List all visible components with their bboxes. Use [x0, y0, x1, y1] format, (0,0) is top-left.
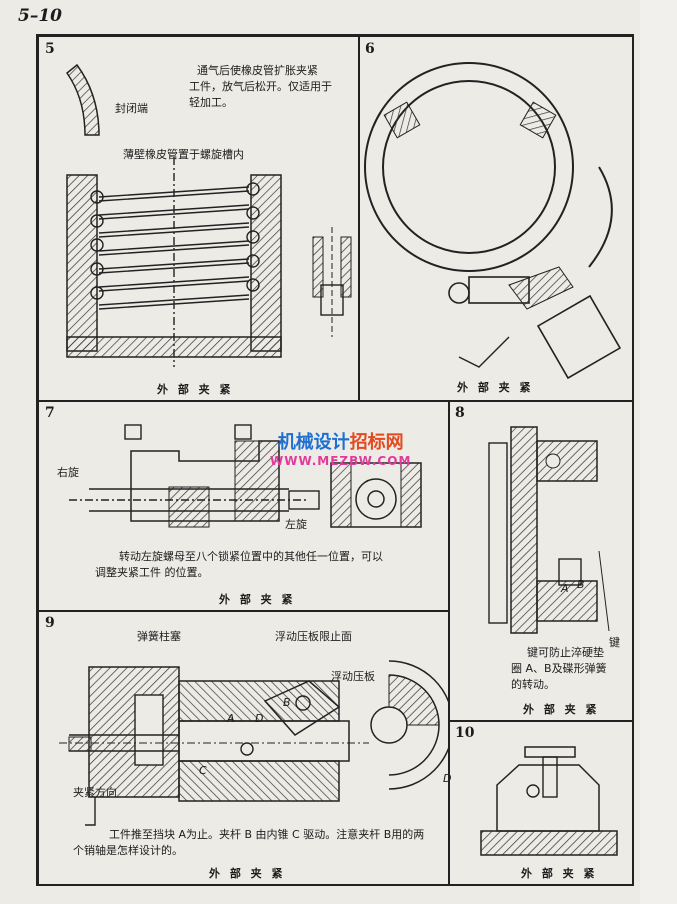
panel-5-note-3: 轻加工。: [189, 96, 233, 109]
panel-9-note-2: 个销轴是怎样设计的。: [73, 844, 183, 857]
panel-8-note-3: 的转动。: [511, 678, 555, 691]
panel-6-caption: 外 部 夹 紧: [457, 381, 534, 394]
label-floating-plate-limit: 浮动压板限止面: [275, 630, 352, 643]
watermark-text-b: 招标网: [349, 432, 404, 453]
panel-number: 9: [45, 615, 55, 631]
label-closed-end: 封闭端: [115, 102, 148, 115]
panel-8-note-2: 圈 A、B及碟形弹簧: [511, 662, 607, 675]
label-right-hand: 右旋: [57, 466, 79, 479]
label-b: B: [577, 578, 585, 591]
panel-9-caption: 外 部 夹 紧: [209, 867, 286, 880]
panel-9-note-1: 工件推至挡块 A为止。夹杆 B 由内锥 C 驱动。注意夹杆 B用的两: [109, 828, 425, 841]
panel-number: 6: [365, 41, 375, 57]
panel-5: 5 通气后使橡皮管扩胀夹紧 工件，放气后松开。仅适用于 轻加工。 封闭端 薄壁橡…: [38, 36, 360, 402]
panel-7-caption: 外 部 夹 紧: [219, 593, 296, 606]
panel-8-note-1: 键可防止淬硬垫: [527, 646, 604, 659]
panel-5-note-1: 通气后使橡皮管扩胀夹紧: [197, 64, 318, 77]
panel-number: 8: [455, 405, 465, 421]
panel-5-caption: 外 部 夹 紧: [157, 383, 234, 396]
panel-6: 6 外 部 夹 紧: [358, 36, 634, 402]
label-rubber-tube: 薄壁橡皮管置于螺旋槽内: [123, 148, 244, 161]
panel-10: 10 外 部 夹 紧: [448, 720, 634, 886]
panel-10-drawing: [480, 746, 618, 856]
panel-7-drawing: [69, 424, 422, 528]
panel-8-caption: 外 部 夹 紧: [523, 703, 600, 716]
letter-a: A: [227, 712, 235, 725]
watermark-text-a: 机械设计: [277, 432, 350, 453]
panel-9: 9 弹簧柱塞 浮动压板限止面 浮动压板 夹紧方向: [38, 610, 452, 886]
panel-10-caption: 外 部 夹 紧: [521, 867, 598, 880]
page-number: 5–10: [18, 6, 62, 26]
panel-number: 5: [45, 41, 55, 57]
label-floating-plate: 浮动压板: [331, 670, 375, 683]
panel-5-note-2: 工件，放气后松开。仅适用于: [189, 80, 332, 93]
panel-7-note-1: 转动左旋螺母至八个锁紧位置中的其他任一位置，可以: [119, 550, 383, 563]
panel-6-drawing: [364, 62, 622, 380]
label-left-hand: 左旋: [285, 518, 307, 531]
label-key: 键: [609, 636, 620, 649]
watermark-url: WWW.MEZBW.COM: [270, 454, 412, 468]
figure-frame: 5 通气后使橡皮管扩胀夹紧 工件，放气后松开。仅适用于 轻加工。 封闭端 薄壁橡…: [36, 34, 634, 886]
panel-9-drawing: [59, 660, 449, 826]
panel-8-drawing: [488, 426, 610, 634]
letter-d-2: D: [443, 772, 452, 785]
panel-number: 10: [455, 725, 475, 741]
letter-d: D: [255, 712, 264, 725]
watermark: 机械设计招标网 WWW.MEZBW.COM: [270, 428, 411, 468]
letter-c: C: [199, 764, 207, 777]
panel-7: 7 右旋 左旋: [38, 400, 450, 612]
label-spring-plunger: 弹簧柱塞: [137, 630, 181, 643]
panel-number: 7: [45, 405, 55, 421]
panel-5-drawing: [65, 63, 352, 367]
label-a: A: [561, 582, 569, 595]
panel-7-note-2: 调整夹紧工件 的位置。: [95, 566, 209, 579]
panel-8: 8 A B 键 键可防止淬硬垫 圈 A、B及碟形弹簧 的转动。: [448, 400, 634, 722]
letter-b: B: [283, 696, 291, 709]
